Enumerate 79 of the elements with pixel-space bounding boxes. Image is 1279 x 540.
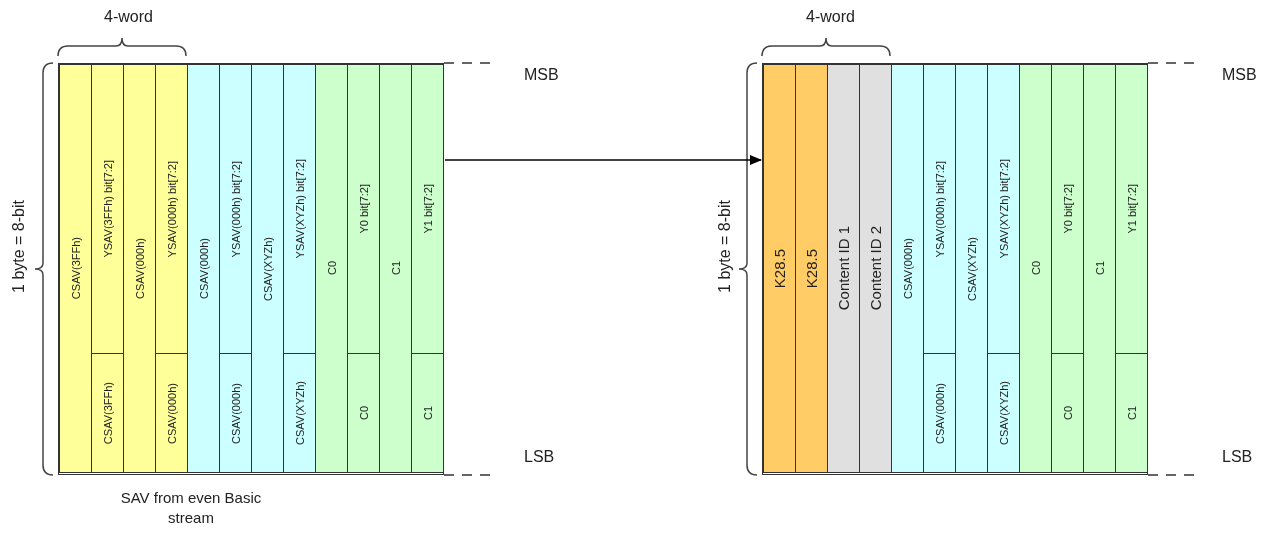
data-word-cell	[187, 64, 220, 473]
word-label: C1	[389, 261, 402, 276]
word-label: CSAV(3FFh)	[101, 381, 114, 445]
arrow	[444, 155, 762, 165]
word-label: CSAV(000h)	[901, 238, 914, 299]
word-label: C1	[1093, 261, 1106, 276]
data-word-cell	[347, 64, 380, 354]
word-label: CSAV(XYZh)	[997, 381, 1010, 445]
word-label: YSAV(XYZh) bit[7:2]	[293, 159, 306, 259]
word-label: C0	[325, 261, 338, 276]
word-label: CSAV(000h)	[165, 382, 178, 444]
word-label: C0	[1029, 261, 1042, 276]
data-word-cell	[795, 64, 828, 473]
data-word-cell	[1019, 64, 1052, 473]
data-word-cell	[91, 353, 124, 473]
bit-order-label: LSB	[1222, 448, 1253, 466]
word-label: CSAV(000h)	[133, 238, 146, 299]
data-word-cell	[379, 64, 412, 473]
group-label: 4-word	[104, 8, 153, 26]
data-word-cell	[91, 64, 124, 354]
word-label: Y1 bit[7:2]	[421, 184, 434, 234]
bit-order-label: MSB	[524, 66, 559, 84]
word-label: C1	[421, 405, 434, 421]
word-label: K28.5	[771, 248, 788, 289]
data-word-cell	[1051, 353, 1084, 473]
data-word-cell	[1051, 64, 1084, 354]
data-word-cell	[347, 353, 380, 473]
data-word-cell	[283, 64, 316, 354]
data-word-cell	[1115, 64, 1148, 354]
word-label: CSAV(000h)	[933, 382, 946, 444]
word-sequence-frame	[762, 63, 1148, 475]
data-word-cell	[827, 64, 860, 473]
word-label: CSAV(000h)	[197, 238, 210, 299]
data-word-cell	[155, 64, 188, 354]
word-label: C0	[357, 405, 370, 421]
data-word-cell	[219, 353, 252, 473]
data-word-cell	[923, 353, 956, 473]
bit-order-label: MSB	[1222, 66, 1257, 84]
data-word-cell	[955, 64, 988, 473]
data-word-cell	[59, 64, 92, 473]
word-label: Y0 bit[7:2]	[357, 184, 370, 234]
data-word-cell	[251, 64, 284, 473]
word-label: YSAV(000h) bit[7:2]	[229, 160, 242, 258]
data-word-cell	[987, 64, 1020, 354]
data-word-cell	[923, 64, 956, 354]
dimension-label: 1 byte = 8-bit	[10, 200, 28, 293]
word-label: YSAV(000h) bit[7:2]	[165, 160, 178, 258]
word-label: CSAV(XYZh)	[293, 381, 306, 445]
data-word-cell	[315, 64, 348, 473]
data-word-cell	[763, 64, 796, 473]
node-label: SAV from even Basic stream	[119, 488, 263, 528]
word-label: Content ID 2	[867, 226, 884, 311]
word-label: YSAV(3FFh) bit[7:2]	[101, 160, 114, 258]
data-word-cell	[411, 353, 444, 473]
word-label: YSAV(000h) bit[7:2]	[933, 160, 946, 258]
word-label: Content ID 1	[835, 226, 852, 311]
word-label: YSAV(XYZh) bit[7:2]	[997, 159, 1010, 259]
word-label: CSAV(3FFh)	[69, 237, 82, 300]
data-word-cell	[1083, 64, 1116, 473]
word-label: C0	[1061, 405, 1074, 421]
word-label: C1	[1125, 405, 1138, 421]
data-word-cell	[891, 64, 924, 473]
group-label: 4-word	[806, 8, 855, 26]
word-label: K28.5	[803, 248, 820, 289]
data-word-cell	[155, 353, 188, 473]
word-label: Y0 bit[7:2]	[1061, 184, 1074, 234]
data-word-cell	[859, 64, 892, 473]
data-word-cell	[123, 64, 156, 473]
data-word-cell	[411, 64, 444, 354]
data-word-cell	[219, 64, 252, 354]
data-word-cell	[1115, 353, 1148, 473]
word-label: CSAV(000h)	[229, 382, 242, 444]
dimension-label: 1 byte = 8-bit	[716, 200, 734, 293]
data-word-cell	[987, 353, 1020, 473]
word-label: CSAV(XYZh)	[261, 236, 274, 301]
word-label: Y1 bit[7:2]	[1125, 184, 1138, 234]
word-label: CSAV(XYZh)	[965, 236, 978, 301]
bit-order-label: LSB	[524, 448, 555, 466]
data-word-cell	[283, 353, 316, 473]
